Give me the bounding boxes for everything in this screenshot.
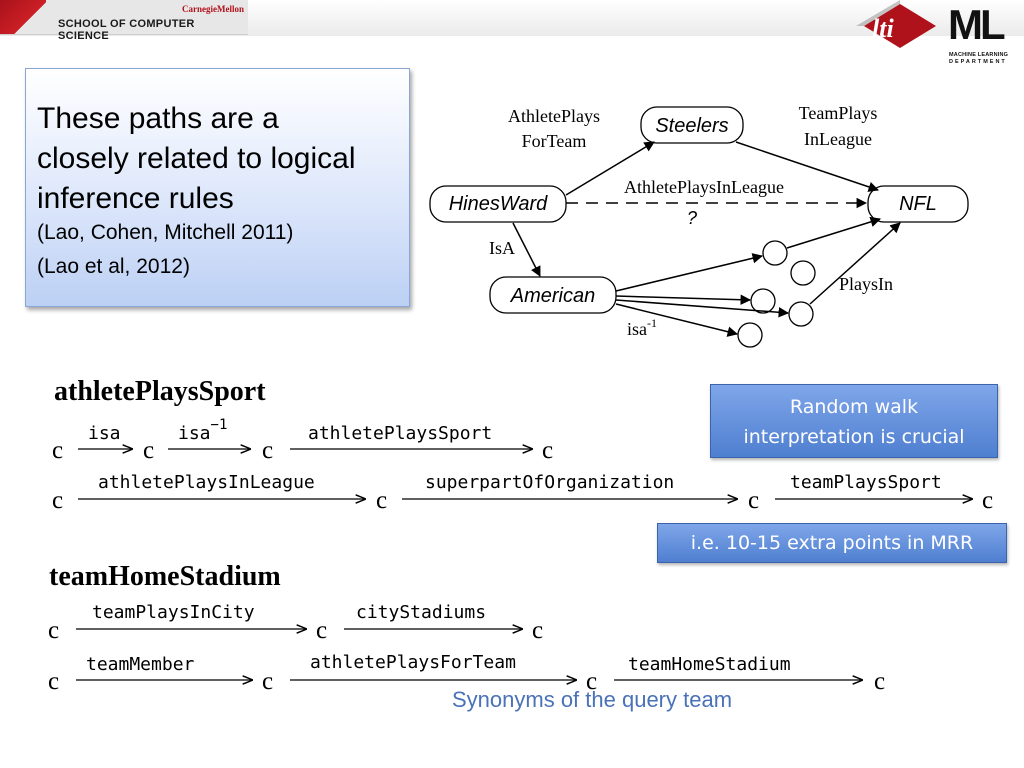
callout-random-walk: Random walk interpretation is crucial	[710, 384, 998, 458]
claim-line-2: closely related to logical	[37, 142, 356, 175]
label-athlete-plays-for-team-1: AthletePlays	[508, 106, 600, 126]
relation-label: isa	[88, 423, 121, 444]
node-american	[489, 276, 617, 314]
rule-title-team-home-stadium: teamHomeStadium	[49, 561, 281, 592]
path-node-c: c	[48, 668, 59, 695]
edge-node-to-nfl	[809, 222, 901, 305]
relation-label: athletePlaysSport	[308, 423, 492, 444]
cmu-name: CarnegieMellon	[182, 4, 244, 14]
cmu-logo: CarnegieMellon SCHOOL OF COMPUTER SCIENC…	[0, 0, 248, 42]
relation-label: teamPlaysInCity	[92, 602, 255, 623]
label-team-plays-in-league-1: TeamPlays	[799, 103, 878, 123]
path-node-c: c	[316, 617, 327, 644]
label-plays-in: PlaysIn	[839, 274, 893, 294]
school-name: SCHOOL OF COMPUTER SCIENCE	[58, 18, 195, 42]
edge-isa	[512, 222, 541, 277]
relation-label: teamMember	[86, 654, 195, 675]
ml-subtitle-2: DEPARTMENT	[949, 59, 1007, 65]
path-node-c: c	[532, 617, 543, 644]
cmu-red-wedge	[0, 0, 46, 34]
relation-label: cityStadiums	[356, 602, 486, 623]
relation-label: athletePlaysForTeam	[310, 652, 516, 673]
relation-label-base: isa	[178, 423, 211, 444]
relation-label: teamPlaysSport	[790, 472, 942, 493]
intermediate-node	[788, 301, 814, 327]
edge-american-to-node	[615, 294, 752, 305]
edge-american-to-node	[615, 303, 739, 337]
path-node-c: c	[982, 487, 993, 514]
label-isa-inverse: isa-1	[627, 316, 657, 339]
claim-line-1: These paths are a	[37, 102, 279, 135]
path-node-c: c	[262, 668, 273, 695]
node-nfl-label: NFL	[899, 193, 937, 215]
label-isa-inverse-base: isa	[627, 319, 647, 339]
path-node-c: c	[262, 437, 273, 464]
node-hinesward-label: HinesWard	[449, 193, 548, 215]
lti-logo	[856, 0, 936, 48]
label-athlete-plays-for-team-2: ForTeam	[522, 131, 587, 151]
intermediate-node	[750, 288, 776, 314]
edge-node-to-nfl	[786, 216, 882, 249]
relation-label: isa−1	[178, 417, 227, 444]
claim-box: These paths are a closely related to log…	[25, 68, 410, 307]
node-nfl	[867, 185, 969, 223]
relation-label: athletePlaysInLeague	[98, 472, 315, 493]
intermediate-node	[737, 322, 763, 348]
relation-label: superpartOfOrganization	[425, 472, 674, 493]
intermediate-node	[762, 240, 788, 266]
claim-title: These paths are a closely related to log…	[37, 99, 407, 219]
callout-mrr: i.e. 10-15 extra points in MRR	[657, 523, 1007, 563]
path-node-c: c	[52, 437, 63, 464]
ml-logo: ML	[948, 1, 1006, 48]
edge-team-plays-in-league	[735, 141, 879, 192]
edge-american-to-node	[615, 299, 790, 318]
path-node-c: c	[874, 668, 885, 695]
ml-subtitle-1: MACHINE LEARNING	[949, 52, 1009, 58]
node-american-label: American	[510, 285, 595, 307]
node-steelers-label: Steelers	[655, 115, 728, 137]
rule-paths-team-home-stadium: c teamPlaysInCity c cityStadiums c c tea…	[48, 602, 885, 695]
path-node-c: c	[143, 437, 154, 464]
path-node-c: c	[586, 668, 597, 695]
claim-reference-2: (Lao et al, 2012)	[37, 255, 190, 278]
relation-label: teamHomeStadium	[628, 654, 791, 675]
claim-reference-1: (Lao, Cohen, Mitchell 2011)	[37, 221, 294, 244]
label-team-plays-in-league-2: InLeague	[804, 129, 872, 149]
intermediate-node	[790, 260, 816, 286]
label-isa-inverse-sup: -1	[647, 316, 657, 330]
callout-random-walk-line-1: Random walk	[789, 396, 919, 418]
path-node-c: c	[48, 617, 59, 644]
node-steelers	[640, 106, 744, 144]
label-athlete-plays-in-league: AthletePlaysInLeague	[624, 177, 784, 197]
lti-logo-text: lti	[872, 14, 894, 43]
path-node-c: c	[748, 487, 759, 514]
path-node-c: c	[52, 487, 63, 514]
relation-label-sup: −1	[211, 417, 228, 433]
node-hinesward	[429, 185, 567, 223]
label-isa: IsA	[489, 238, 515, 258]
edge-american-to-node	[615, 253, 764, 292]
label-unknown-relation: ?	[687, 208, 697, 228]
path-node-c: c	[376, 487, 387, 514]
edge-athlete-plays-for-team	[565, 141, 655, 196]
path-graph: Steelers HinesWard NFL American AthleteP…	[429, 103, 969, 348]
rule-paths-athlete-plays-sport: c isa c isa−1 c athletePlaysSport c c at…	[52, 417, 993, 514]
path-node-c: c	[542, 437, 553, 464]
synonyms-note: Synonyms of the query team	[452, 687, 733, 712]
claim-line-3: inference rules	[37, 182, 234, 215]
rule-title-athlete-plays-sport: athletePlaysSport	[54, 376, 266, 407]
callout-random-walk-line-2: interpretation is crucial	[743, 426, 965, 448]
